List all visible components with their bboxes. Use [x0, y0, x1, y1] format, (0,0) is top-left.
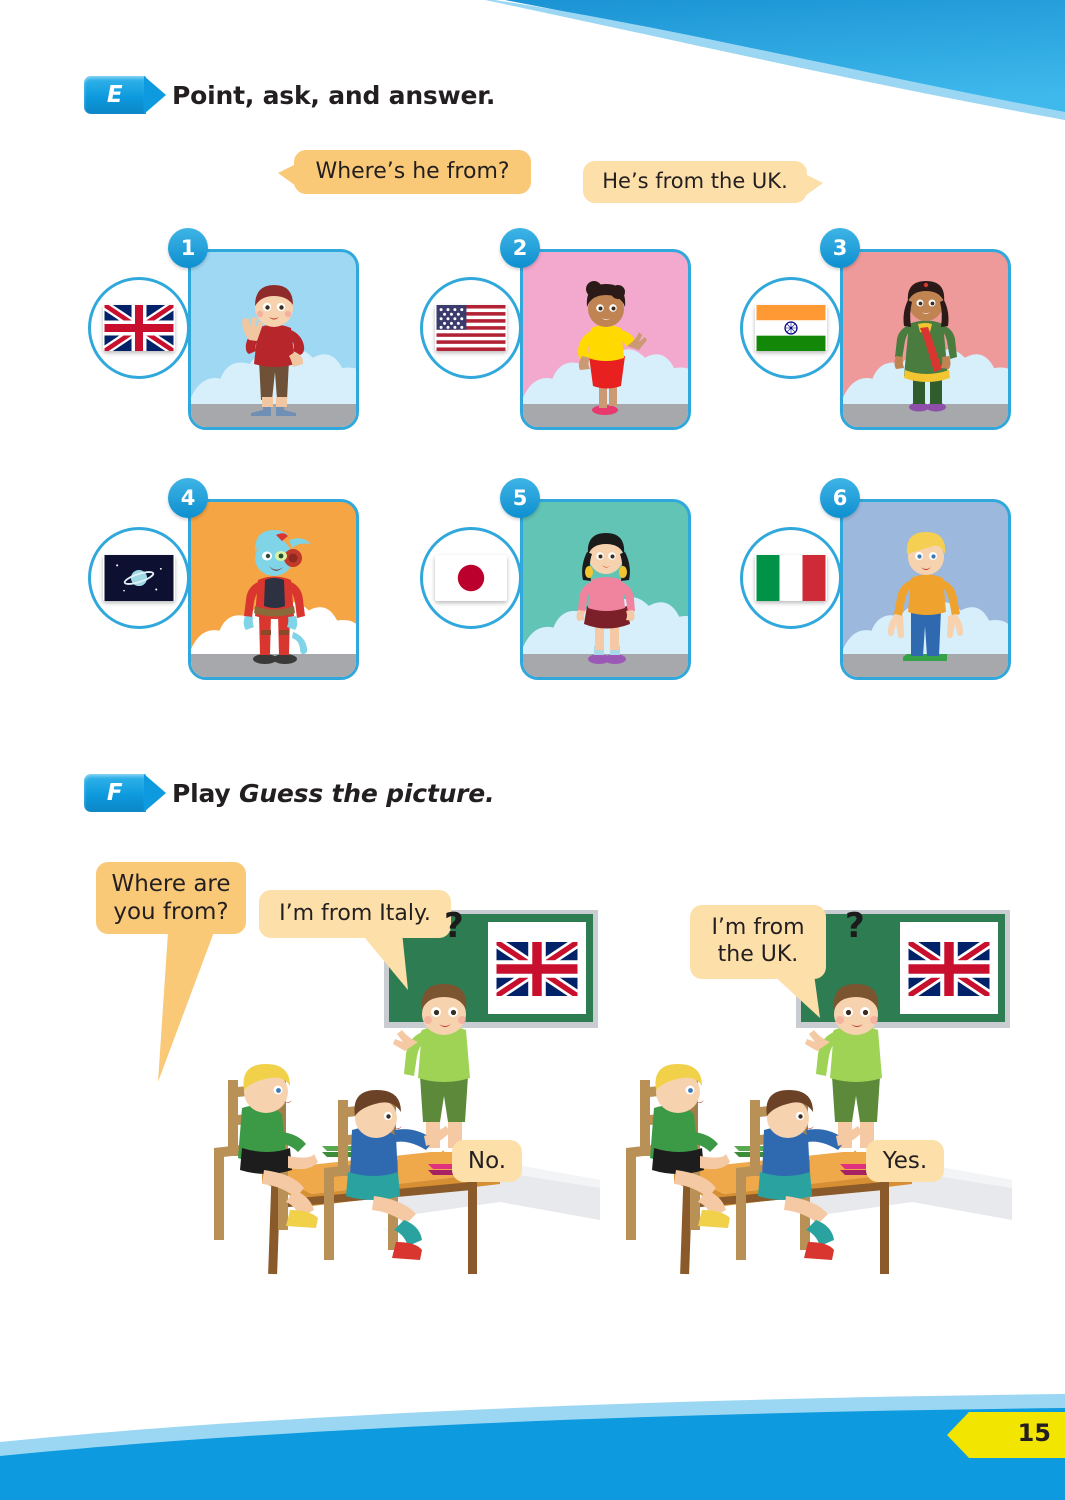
- picture-card-2[interactable]: [520, 249, 691, 430]
- picture-card-3[interactable]: [840, 249, 1011, 430]
- character-alien-boy: [243, 530, 311, 664]
- section-f-title-italic: Guess the picture.: [239, 778, 495, 808]
- scene-left-question-text: Where are you from?: [111, 870, 231, 925]
- scene-right-reply-bubble: Yes.: [866, 1140, 944, 1182]
- classroom-illustration-right: [626, 910, 1012, 1275]
- scene-left-question-mark: ?: [444, 906, 464, 946]
- bubble-tail-icon: [278, 164, 296, 186]
- item-number-3: 3: [820, 228, 860, 268]
- scene-right-reply-text: Yes.: [882, 1147, 928, 1174]
- india-flag-icon: [755, 305, 827, 351]
- model-answer-text: He’s from the UK.: [602, 169, 788, 194]
- usa-flag-icon: [435, 305, 507, 351]
- flag-circle-4[interactable]: [88, 527, 190, 629]
- bubble-tail-icon: [805, 174, 823, 196]
- scene-right-answer-text: I’m from the UK.: [711, 915, 805, 967]
- section-e-header: E Point, ask, and answer.: [84, 76, 495, 114]
- item-number-4: 4: [168, 478, 208, 518]
- card-ground: [843, 404, 1008, 427]
- card-ground: [191, 654, 356, 677]
- flag-circle-3[interactable]: [740, 277, 842, 379]
- scene-left-reply-bubble: No.: [452, 1140, 522, 1182]
- scene-left-reply-text: No.: [467, 1147, 507, 1174]
- item-number-6: 6: [820, 478, 860, 518]
- page-number: 15: [947, 1412, 1065, 1458]
- uk-flag-icon: [103, 305, 175, 351]
- section-e-title: Point, ask, and answer.: [172, 80, 496, 110]
- bottom-decoration: [0, 1380, 1065, 1500]
- flag-circle-5[interactable]: [420, 527, 522, 629]
- scene-right-answer-tail-icon: [772, 974, 820, 1018]
- card-ground: [523, 654, 688, 677]
- picture-card-5[interactable]: [520, 499, 691, 680]
- card-ground: [523, 404, 688, 427]
- planet-flag-icon: [103, 555, 175, 601]
- character-girl-pigtails: [576, 533, 635, 664]
- character-girl-salwar: [894, 281, 957, 412]
- character-boy-shrug: [888, 532, 963, 661]
- top-decoration: [425, 0, 1065, 120]
- scene-left-question-tail-icon: [158, 932, 214, 1082]
- classroom-illustration-left: [214, 910, 600, 1275]
- section-letter-f: F: [84, 774, 166, 812]
- picture-card-1[interactable]: [188, 249, 359, 430]
- scene-right-answer-bubble: I’m from the UK.: [690, 905, 826, 979]
- page-number-label: 15: [1017, 1419, 1051, 1447]
- classroom-scene-left: [200, 900, 600, 1300]
- flag-circle-2[interactable]: [420, 277, 522, 379]
- flag-circle-1[interactable]: [88, 277, 190, 379]
- scene-left-answer-tail-icon: [360, 932, 408, 990]
- classroom-scene-right: [612, 900, 1012, 1300]
- scene-left-answer-text: I’m from Italy.: [279, 900, 431, 926]
- scene-left-question-bubble: Where are you from?: [96, 862, 246, 934]
- picture-card-4[interactable]: [188, 499, 359, 680]
- section-f-title-plain: Play: [172, 778, 239, 808]
- card-ground: [843, 654, 1008, 677]
- picture-card-6[interactable]: [840, 499, 1011, 680]
- model-question-bubble: Where’s he from?: [278, 150, 531, 194]
- character-boy-waving: [242, 285, 305, 416]
- italy-flag-icon: [755, 555, 827, 601]
- item-number-1: 1: [168, 228, 208, 268]
- character-girl-pointing: [578, 281, 647, 415]
- model-answer-bubble: He’s from the UK.: [583, 161, 823, 203]
- scene-left-answer-bubble: I’m from Italy.: [259, 890, 451, 938]
- section-letter-e: E: [84, 76, 166, 114]
- model-question-text: Where’s he from?: [315, 158, 510, 184]
- card-ground: [191, 404, 356, 427]
- item-number-2: 2: [500, 228, 540, 268]
- section-f-header: F Play Guess the picture.: [84, 774, 495, 812]
- flag-circle-6[interactable]: [740, 527, 842, 629]
- scene-right-question-mark: ?: [845, 906, 865, 946]
- section-f-title: Play Guess the picture.: [172, 778, 495, 808]
- item-number-5: 5: [500, 478, 540, 518]
- japan-flag-icon: [435, 555, 507, 601]
